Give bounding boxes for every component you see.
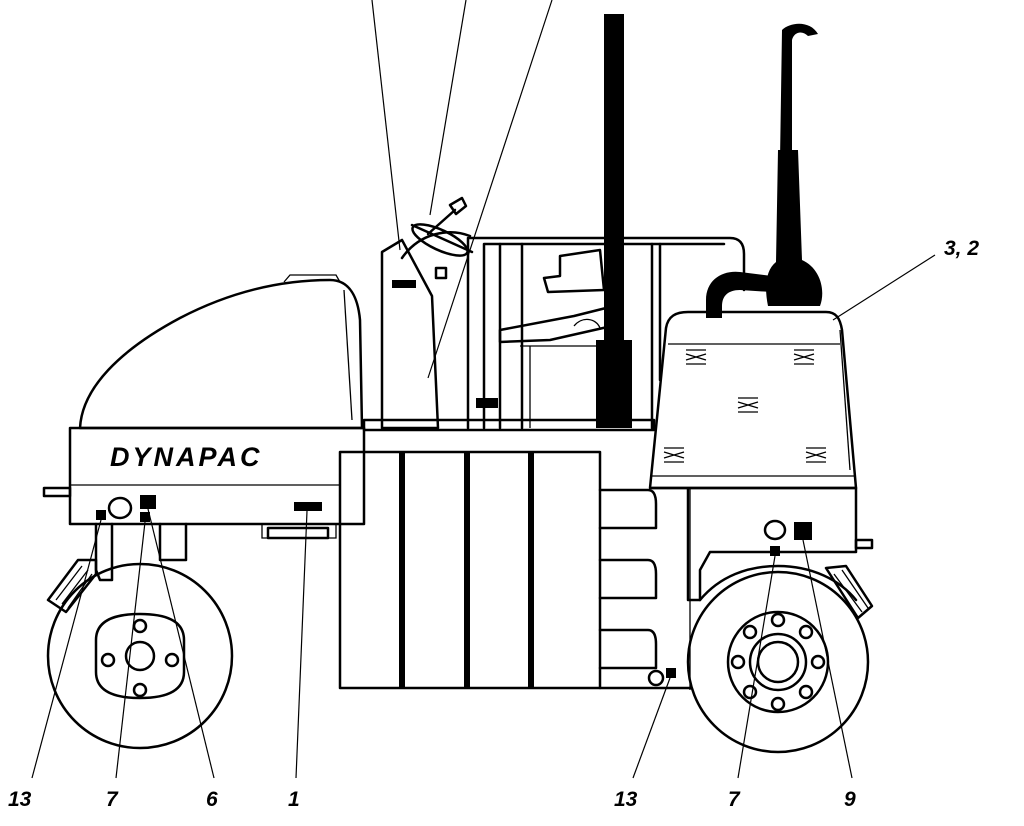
callout-6: 6 [206, 788, 218, 811]
callout-13-right: 13 [614, 788, 638, 811]
callout-9: 9 [844, 788, 856, 811]
rear-bonnet [78, 274, 364, 430]
grille-marks [663, 349, 827, 463]
callout-7-left: 7 [106, 788, 119, 811]
brand-text: DYNAPAC [110, 442, 263, 472]
callout-13-left: 13 [8, 788, 32, 811]
operator-station [362, 196, 746, 432]
rear-wheel [46, 522, 234, 750]
front-wheel [686, 564, 874, 754]
exhaust [706, 23, 823, 318]
callout-7-right: 7 [728, 788, 741, 811]
callout-1: 1 [288, 788, 300, 811]
callout-3-2: 3, 2 [944, 237, 979, 260]
bottom-leader-lines [31, 508, 853, 779]
callout-labels: 3, 2 13 7 6 1 13 7 9 [8, 237, 979, 811]
top-leader-lines [371, 0, 553, 379]
chassis: DYNAPAC [42, 426, 366, 540]
front-housing [648, 254, 936, 690]
middle-tyres [338, 450, 692, 690]
vertical-posts [596, 14, 632, 428]
